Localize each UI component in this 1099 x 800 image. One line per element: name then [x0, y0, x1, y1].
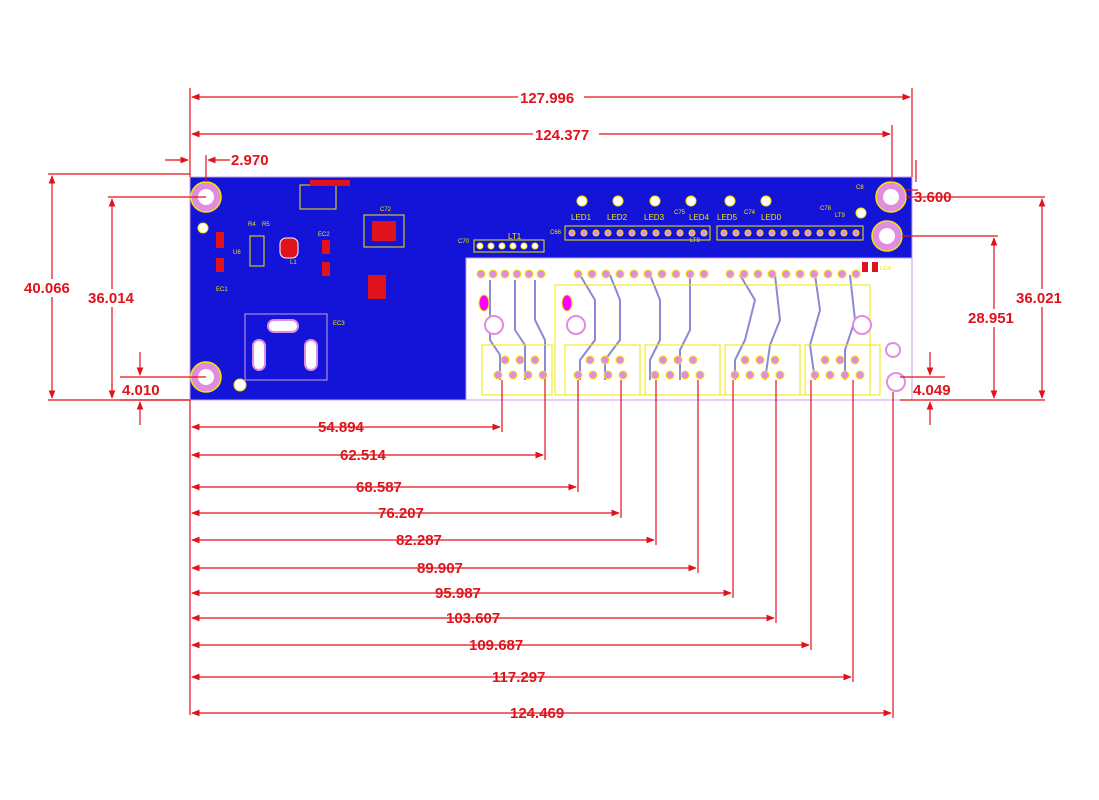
dim-left-height: 40.066 — [24, 280, 70, 297]
port-dimension-lines — [191, 380, 894, 718]
component-label: LT1 — [508, 232, 522, 241]
dim-port-position: 54.894 — [318, 419, 365, 436]
led-label: LED1 — [571, 213, 592, 222]
component-label: R4 — [248, 222, 256, 228]
power-components — [216, 180, 878, 299]
connector-top-pads — [476, 269, 861, 279]
connector-bottom-pads — [493, 355, 865, 380]
dim-left-hole-offset: 2.970 — [231, 152, 269, 169]
dim-port-position: 124.469 — [510, 705, 564, 722]
main-ic — [363, 214, 405, 248]
dim-port-position: 89.907 — [417, 560, 463, 577]
led-header-frame — [564, 225, 711, 241]
dim-right-hole-offset: 3.600 — [914, 189, 952, 206]
component-label: C75 — [674, 210, 686, 216]
component-label: R5 — [262, 222, 270, 228]
component-label: C72 — [380, 207, 392, 213]
connector-frames — [481, 284, 881, 396]
dim-port-position: 82.287 — [396, 532, 442, 549]
connector-traces — [489, 274, 857, 381]
dim-right-inner-height: 28.951 — [968, 310, 1014, 327]
component-label: C74 — [744, 210, 756, 216]
silkscreen-labels: LED1 LED2 LED3 LED4 LED5 LED0 LT1 LT8 LT… — [216, 185, 892, 327]
led-header-pads — [568, 229, 860, 237]
component-label: C66 — [550, 230, 562, 236]
component-label: LT9 — [835, 213, 846, 219]
dim-port-position: 103.607 — [446, 610, 500, 627]
component-label: EC1 — [216, 287, 228, 293]
led-header-frame — [716, 225, 864, 241]
component-label: L1 — [290, 260, 297, 266]
lt1-header — [473, 239, 545, 253]
dim-bottom-right-hole: 4.049 — [913, 382, 951, 399]
dim-port-position: 95.987 — [435, 585, 481, 602]
dim-port-position: 109.687 — [469, 637, 523, 654]
dim-port-position: 62.514 — [340, 447, 387, 464]
oval-pad — [561, 294, 573, 312]
dim-hole-span: 124.377 — [535, 127, 589, 144]
led-label: LED5 — [717, 213, 738, 222]
led-label: LED0 — [761, 213, 782, 222]
pcb-board: LED1 LED2 LED3 LED4 LED5 LED0 LT1 LT8 LT… — [189, 176, 913, 401]
component-label: C78 — [820, 206, 832, 212]
component-label: EC3 — [333, 321, 345, 327]
dim-port-position: 68.587 — [356, 479, 402, 496]
board-outline — [189, 176, 913, 401]
dim-bottom-left-hole: 4.010 — [122, 382, 160, 399]
component-label: EC2 — [318, 232, 330, 238]
dc-jack — [244, 313, 328, 381]
dimension-labels: 127.996 124.377 2.970 3.600 40.066 36.01… — [22, 89, 1070, 722]
dim-port-position: 76.207 — [378, 505, 424, 522]
component-label: LC4 — [880, 266, 892, 272]
oval-pad — [478, 294, 490, 312]
component-label: U6 — [233, 250, 241, 256]
led-label: LED3 — [644, 213, 665, 222]
led-label: LED2 — [607, 213, 628, 222]
dim-left-hole-height: 36.014 — [88, 290, 135, 307]
component-label: C8 — [856, 185, 864, 191]
component-label: C70 — [458, 239, 470, 245]
dim-right-hole-height: 36.021 — [1016, 290, 1062, 307]
dim-port-position: 117.297 — [492, 669, 545, 686]
led-indicators — [576, 195, 772, 207]
dim-overall-length: 127.996 — [520, 90, 574, 107]
component-label: LT8 — [690, 238, 701, 244]
led-label: LED4 — [689, 213, 710, 222]
